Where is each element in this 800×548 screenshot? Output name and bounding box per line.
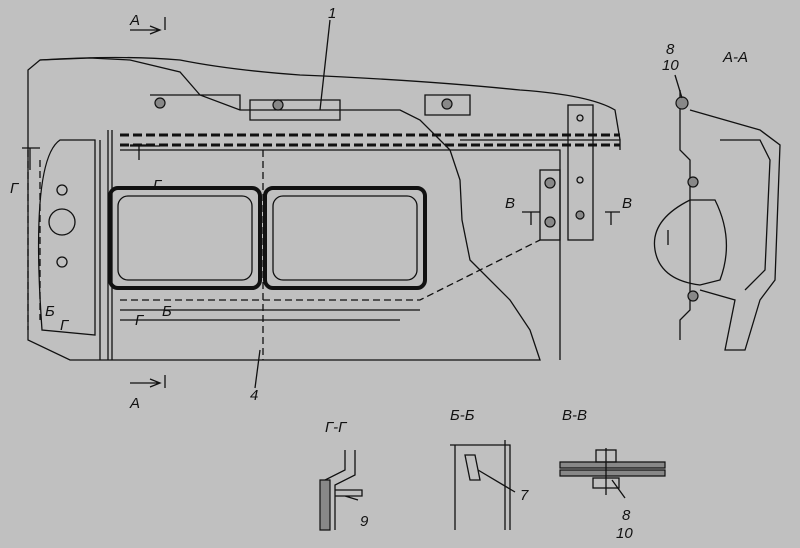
label-g-inner: Г <box>153 177 163 194</box>
section-view-bb <box>450 440 516 530</box>
label-view-bb: Б-Б <box>450 407 475 424</box>
label-part-1: 1 <box>328 5 336 22</box>
label-g-bottom-left: Г <box>60 317 70 334</box>
section-view-gg <box>319 450 363 531</box>
label-part-10-bottom: 10 <box>616 525 633 542</box>
label-b-inner: Б <box>162 303 172 320</box>
label-view-vv: В-В <box>562 407 587 424</box>
section-view-aa <box>653 74 781 351</box>
main-view <box>22 17 621 389</box>
label-part-9: 9 <box>360 513 369 530</box>
label-view-gg: Г-Г <box>325 419 348 436</box>
label-section-a-bottom: А <box>129 395 140 412</box>
section-view-vv <box>559 448 666 499</box>
label-v-left: В <box>505 195 515 212</box>
label-section-a-top: А <box>129 12 140 29</box>
label-part-4: 4 <box>250 387 258 404</box>
label-view-aa: А-А <box>722 49 748 66</box>
label-g-left: Г <box>10 180 20 197</box>
label-part-7: 7 <box>520 487 529 504</box>
label-b-left: Б <box>45 303 55 320</box>
label-g-bottom-inner: Г <box>135 312 145 329</box>
label-v-right: В <box>622 195 632 212</box>
label-part-8-top: 8 <box>666 41 675 58</box>
label-part-8-bottom: 8 <box>622 507 631 524</box>
label-part-10-top: 10 <box>662 57 679 74</box>
